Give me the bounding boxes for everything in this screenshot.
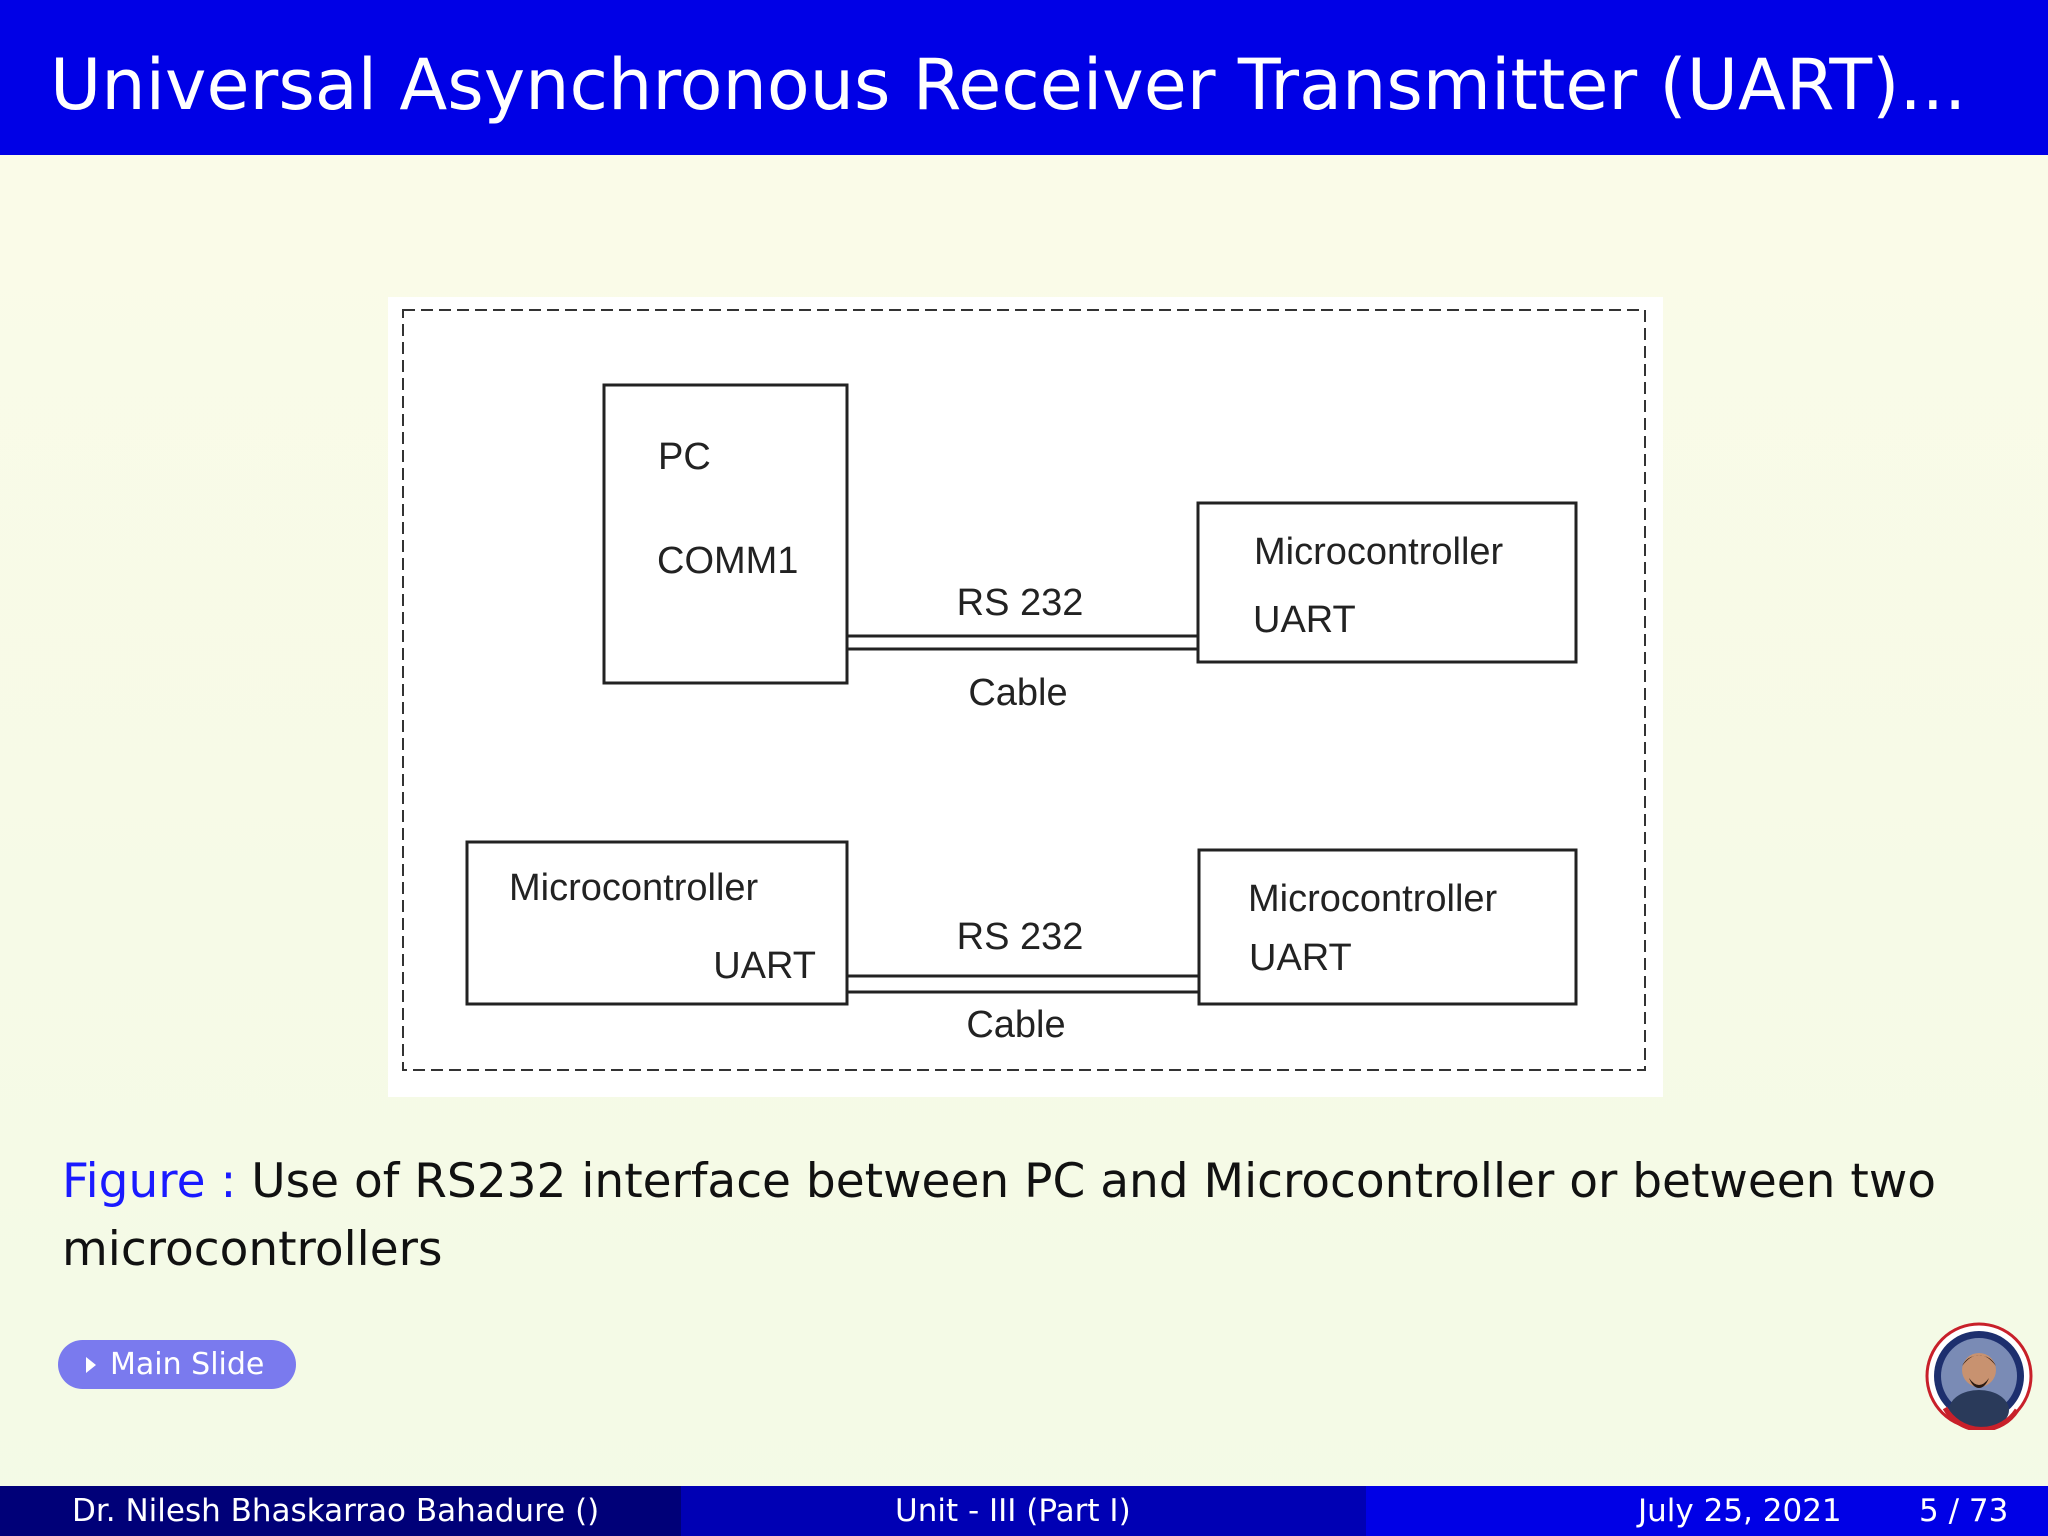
main-slide-label: Main Slide (110, 1347, 265, 1382)
logo-graphic (1925, 1322, 2033, 1432)
bottom-link-top-label: RS 232 (957, 916, 1084, 958)
footer-author-segment: Dr. Nilesh Bhaskarrao Bahadure () (0, 1486, 681, 1536)
top-mcu-line1: Microcontroller (1254, 531, 1504, 573)
footer: Dr. Nilesh Bhaskarrao Bahadure () Unit -… (0, 1486, 2048, 1536)
pc-box (602, 383, 849, 685)
pc-box-line1: PC (658, 436, 711, 478)
footer-date: July 25, 2021 (1638, 1493, 1842, 1529)
footer-unit-segment: Unit - III (Part I) (681, 1486, 1366, 1536)
main-slide-button[interactable]: Main Slide (58, 1340, 296, 1389)
title-bar: Universal Asynchronous Receiver Transmit… (0, 0, 2048, 155)
caption-text: Use of RS232 interface between PC and Mi… (62, 1154, 1937, 1277)
top-mcu-box (1196, 501, 1578, 664)
academy-logo-icon (1925, 1322, 2033, 1432)
pc-box-line2: COMM1 (657, 540, 798, 582)
footer-unit: Unit - III (Part I) (895, 1493, 1131, 1529)
figure-diagram: PC COMM1 RS 232 Cable Microcontroller UA… (388, 297, 1663, 1097)
slide-title: Universal Asynchronous Receiver Transmit… (50, 44, 1967, 126)
top-link-top-label: RS 232 (957, 582, 1084, 624)
bottom-right-mcu-line1: Microcontroller (1248, 878, 1498, 920)
bottom-left-mcu-line1: Microcontroller (509, 867, 759, 909)
triangle-right-icon (86, 1356, 96, 1373)
bottom-left-mcu-box (465, 840, 849, 1006)
bottom-left-mcu-line2: UART (713, 945, 816, 987)
bottom-link-bottom-label: Cable (966, 1004, 1065, 1046)
figure-caption: Figure : Use of RS232 interface between … (62, 1148, 1992, 1284)
dashed-frame (402, 309, 1646, 1071)
bottom-right-mcu-box (1197, 848, 1578, 1006)
bottom-right-mcu-line2: UART (1249, 937, 1352, 979)
footer-page-number: 5 / 73 (1919, 1493, 2009, 1529)
top-mcu-line2: UART (1253, 599, 1356, 641)
footer-date-segment: July 25, 2021 5 / 73 (1366, 1486, 2048, 1536)
top-link-bottom-label: Cable (968, 672, 1067, 714)
caption-label: Figure : (62, 1154, 237, 1209)
rs232-diagram: PC COMM1 RS 232 Cable Microcontroller UA… (402, 309, 1646, 1071)
footer-author: Dr. Nilesh Bhaskarrao Bahadure () (72, 1493, 600, 1529)
